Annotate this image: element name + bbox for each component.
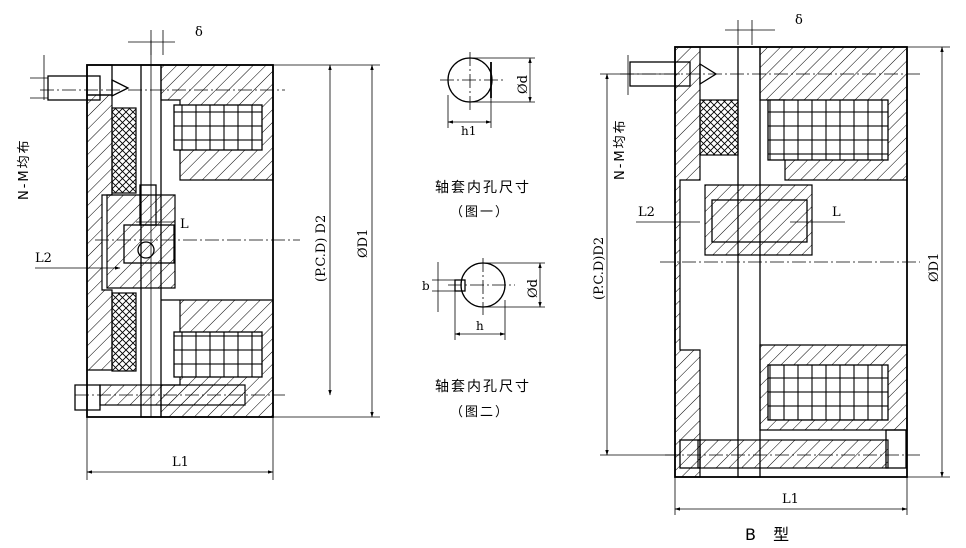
left-d1-label: ØD1 xyxy=(356,229,371,258)
left-hub xyxy=(106,194,176,289)
left-friction-lower xyxy=(111,292,137,372)
bore2-h-label: h xyxy=(476,319,484,333)
bore-detail-2: Ød b h 轴套内孔尺寸 （图二） xyxy=(422,258,545,420)
left-coil-lower xyxy=(173,331,263,378)
right-hub xyxy=(704,184,813,256)
bore-detail-1: Ød h1 轴套内孔尺寸 （图一） xyxy=(435,52,535,220)
left-friction-upper xyxy=(111,107,137,194)
left-l-label: L xyxy=(180,217,189,232)
bore1-od-label: Ød xyxy=(516,75,531,94)
right-bottom-bolt xyxy=(697,439,889,469)
left-d2-label: (P.C.D) D2 xyxy=(314,215,329,282)
right-l-label: L xyxy=(832,205,841,220)
left-nm-label: N-M均布 xyxy=(17,138,32,200)
right-delta-label: δ xyxy=(795,13,803,28)
right-flange xyxy=(674,46,701,478)
left-l1-label: L1 xyxy=(172,455,189,470)
left-coil-upper xyxy=(173,104,263,151)
bore1-title: 轴套内孔尺寸 xyxy=(435,180,531,196)
left-l2-label: L2 xyxy=(35,251,52,266)
left-bore-hole xyxy=(137,241,155,259)
bore2-subtitle: （图二） xyxy=(450,405,510,420)
right-nm-label: N-M均布 xyxy=(613,118,628,180)
left-delta-label: δ xyxy=(195,25,203,40)
bore1-subtitle: （图一） xyxy=(450,205,510,220)
type-b-caption: B 型 xyxy=(745,525,795,544)
right-l2-label: L2 xyxy=(638,205,655,220)
left-set-screw xyxy=(47,75,101,101)
bore2-od-label: Ød xyxy=(526,279,541,298)
right-coil-lower xyxy=(767,364,889,421)
right-l1-label: L1 xyxy=(782,492,799,507)
right-coil-upper xyxy=(767,99,889,161)
bore2-title: 轴套内孔尺寸 xyxy=(435,379,531,395)
right-d1-label: ØD1 xyxy=(927,253,942,282)
bore1-h1-label: h1 xyxy=(461,124,476,138)
right-friction xyxy=(699,99,739,156)
right-view: δ N-M均布 (P.C.D)D2 ØD1 L2 L L1 B 型 xyxy=(592,13,950,544)
bore2-b-label: b xyxy=(422,279,430,293)
left-view: N-M均布 δ L L2 (P.C.D) D2 ØD1 L1 xyxy=(17,25,380,480)
right-d2-label: (P.C.D)D2 xyxy=(592,237,607,300)
